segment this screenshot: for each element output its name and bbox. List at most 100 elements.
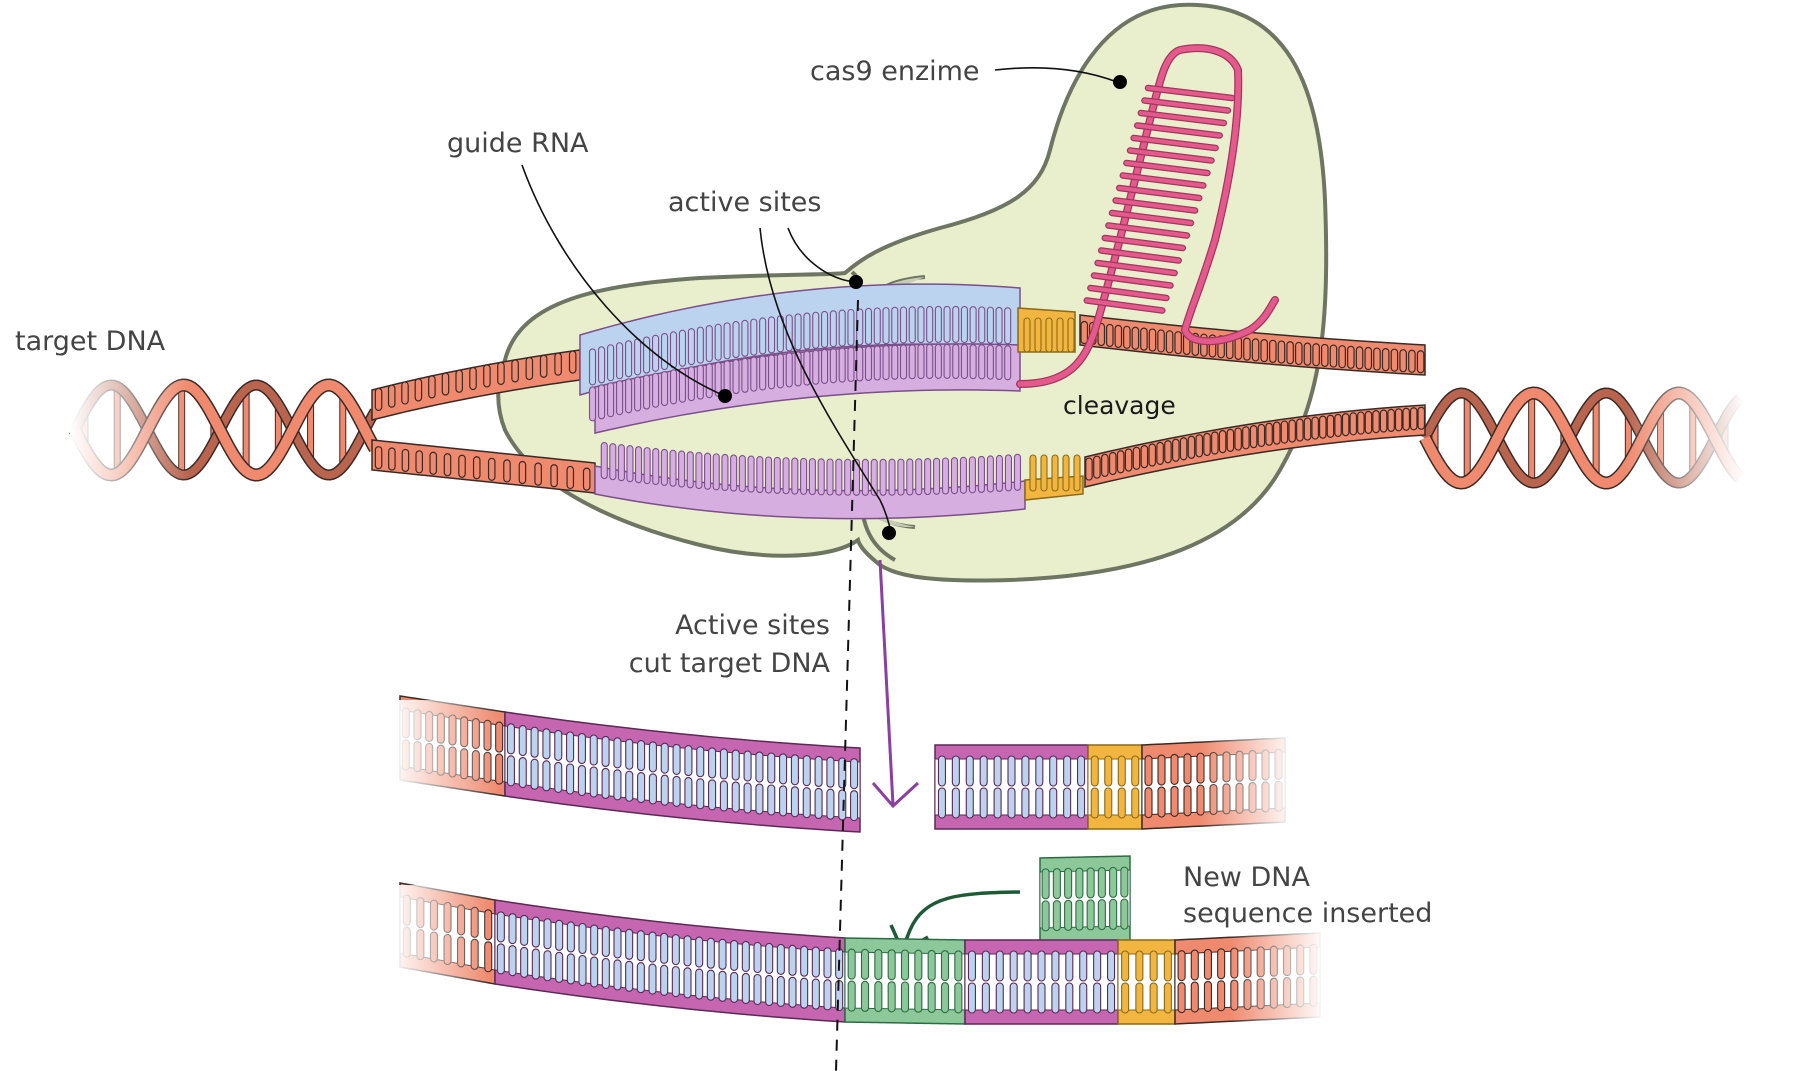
base: [1106, 950, 1116, 982]
dna-base: [767, 354, 776, 390]
base: [531, 948, 540, 980]
hairpin-rung: [1099, 248, 1181, 263]
base: [1243, 337, 1251, 361]
base: [1140, 445, 1149, 469]
base: [965, 755, 974, 787]
base: [1174, 331, 1182, 355]
dna-base: [687, 366, 695, 402]
base: [1183, 785, 1192, 817]
base: [1179, 437, 1188, 461]
base: [765, 974, 774, 1007]
base: [887, 981, 896, 1013]
base: [566, 921, 575, 953]
base: [539, 354, 548, 378]
base: [648, 963, 657, 995]
base: [1211, 431, 1219, 455]
base: [1093, 982, 1102, 1014]
rna-base: [588, 348, 597, 386]
base: [441, 372, 450, 396]
base: [753, 973, 762, 1006]
base: [534, 462, 542, 486]
base: [779, 785, 788, 817]
rna-base: [767, 316, 776, 354]
dna-base: [600, 442, 608, 480]
base: [1379, 409, 1388, 433]
base: [589, 734, 598, 766]
base: [1334, 413, 1342, 438]
base: [401, 448, 410, 473]
base: [1417, 406, 1426, 430]
dna-base: [803, 350, 811, 386]
dna-base: [756, 456, 764, 494]
pam-base: [1056, 317, 1064, 353]
rna-base: [899, 306, 908, 344]
base: [684, 745, 693, 777]
base: [743, 750, 752, 782]
dna-base: [952, 343, 960, 379]
base: [578, 954, 587, 987]
base: [455, 369, 463, 393]
base: [518, 460, 527, 485]
base: [776, 943, 785, 975]
base: [1052, 900, 1061, 932]
dna-base: [986, 344, 994, 380]
base: [1190, 949, 1199, 981]
base: [979, 787, 988, 819]
base: [1394, 408, 1403, 432]
base: [555, 919, 564, 951]
base: [496, 911, 505, 943]
rna-base: [978, 306, 986, 344]
base: [914, 981, 923, 1013]
base: [1148, 443, 1157, 467]
base: [940, 950, 950, 982]
dna-base: [908, 344, 916, 380]
base: [637, 772, 646, 804]
dna-base: [643, 374, 651, 410]
base: [518, 757, 527, 789]
base: [566, 763, 575, 795]
base: [1277, 340, 1286, 364]
base: [847, 948, 856, 980]
base: [648, 741, 657, 773]
magenta-segment: [494, 899, 846, 1023]
dna-base: [870, 458, 878, 496]
base: [554, 352, 562, 376]
base: [566, 465, 575, 490]
cas9-dot: [1113, 75, 1127, 89]
pam-base: [1051, 454, 1059, 492]
dna-base: [732, 359, 740, 395]
base: [811, 946, 820, 978]
label-guide-rna: guide RNA: [447, 128, 589, 159]
base: [1131, 755, 1140, 787]
base: [1076, 787, 1086, 819]
dna-base: [616, 380, 624, 416]
base: [1165, 330, 1174, 354]
base: [1104, 755, 1113, 787]
base: [1170, 753, 1179, 785]
base: [993, 755, 1002, 787]
dna-base: [844, 458, 852, 496]
dna-base: [977, 455, 985, 493]
base: [1286, 341, 1294, 365]
base: [648, 773, 657, 805]
rna-base: [794, 313, 802, 351]
dna-base: [800, 457, 808, 495]
base: [1294, 341, 1303, 366]
dna-base: [899, 344, 908, 380]
base: [550, 464, 558, 488]
base: [613, 927, 622, 959]
base: [613, 769, 622, 801]
hairpin-rung: [1124, 161, 1210, 175]
base: [1041, 900, 1050, 932]
rna-base: [598, 346, 606, 384]
dna-base: [864, 345, 873, 382]
base: [625, 928, 634, 960]
base: [1085, 457, 1093, 481]
base: [1320, 343, 1329, 368]
dna-base: [634, 376, 642, 412]
base: [1319, 415, 1327, 439]
base: [790, 786, 799, 818]
base: [1109, 866, 1118, 898]
base: [1399, 349, 1407, 373]
base: [696, 746, 705, 778]
